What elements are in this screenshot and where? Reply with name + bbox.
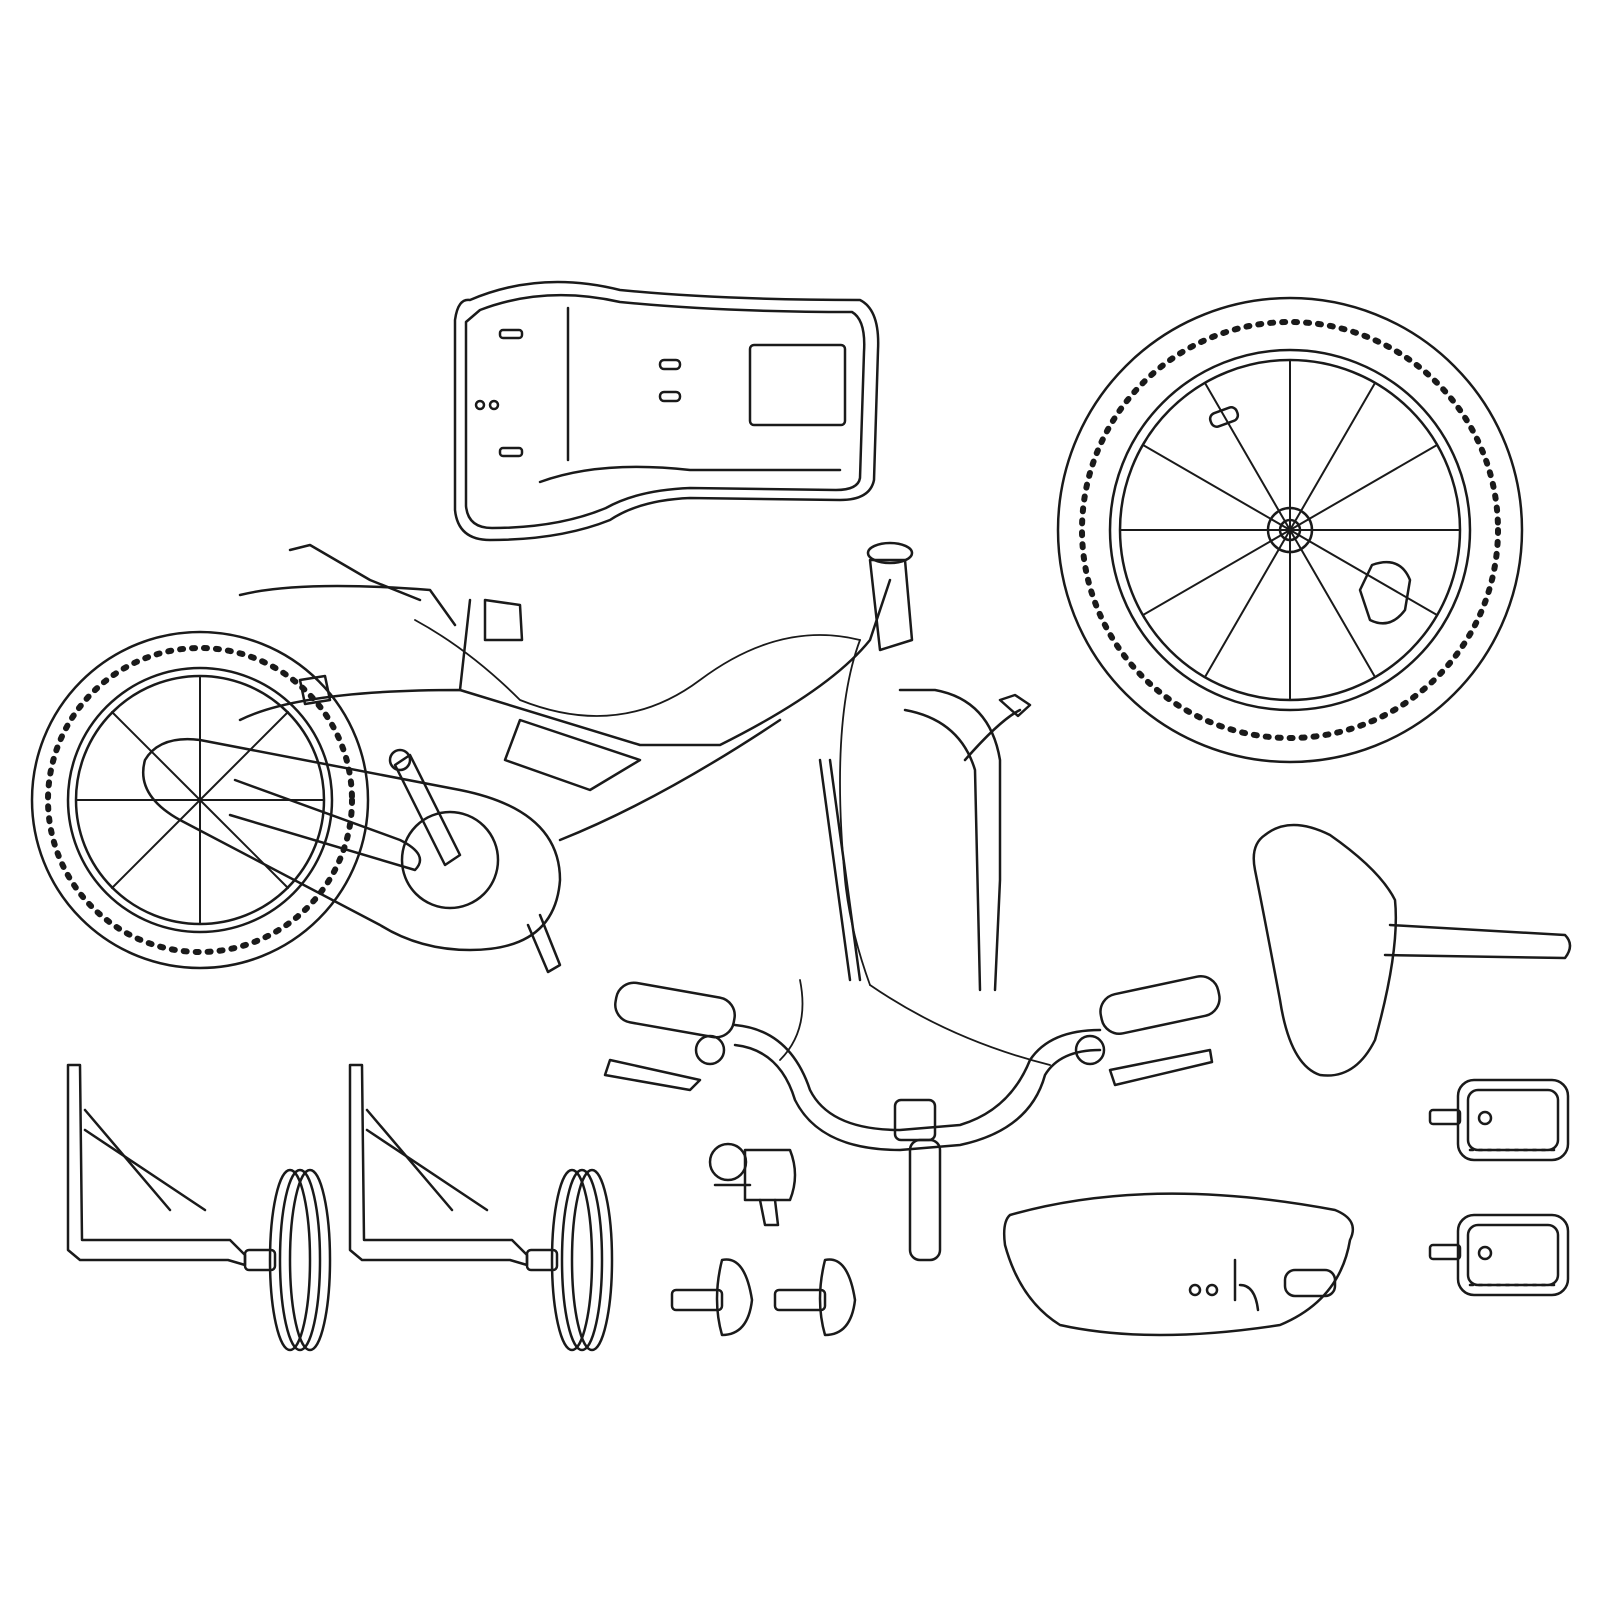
wing-nut-right <box>773 1258 857 1337</box>
wing-nut-left <box>670 1258 754 1337</box>
pedal-top <box>1428 1078 1570 1162</box>
handlebar <box>603 975 1221 1262</box>
front-fork <box>818 639 1032 992</box>
front-wheel <box>1056 296 1524 764</box>
chain-guard-cover <box>453 280 880 542</box>
pedal-bottom <box>1428 1213 1570 1297</box>
training-wheel-left <box>66 1063 332 1352</box>
bicycle-frame-with-rear-wheel <box>30 541 914 974</box>
saddle <box>1252 823 1572 1077</box>
training-wheel-right <box>348 1063 614 1352</box>
bell <box>708 1142 797 1227</box>
front-fender <box>1002 1192 1355 1337</box>
